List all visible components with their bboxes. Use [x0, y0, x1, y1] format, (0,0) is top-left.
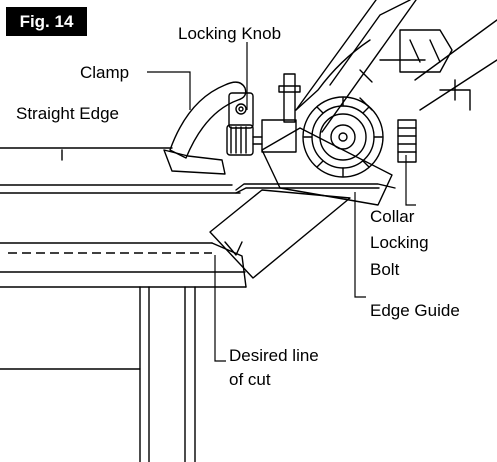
label-clamp: Clamp [80, 63, 129, 82]
figure-number-badge: Fig. 14 [6, 7, 87, 36]
tool-housing [295, 0, 497, 133]
table-legs [0, 286, 186, 462]
leader-line-edge-guide [354, 192, 366, 298]
collar [302, 96, 384, 178]
collar-locking-bolt [397, 119, 417, 163]
blade-guard [209, 127, 393, 279]
label-of-cut: of cut [229, 370, 271, 389]
workpiece [0, 192, 247, 462]
label-desired-line: Desired line [229, 346, 319, 365]
clamp [163, 81, 254, 175]
leader-line-desired-cut [214, 255, 226, 362]
label-edge-guide: Edge Guide [370, 301, 460, 320]
straight-edge-board [0, 147, 233, 186]
leader-line-clamp [147, 71, 191, 110]
edge-guide [235, 183, 396, 194]
label-locking: Locking [370, 233, 429, 252]
label-collar: Collar [370, 207, 415, 226]
label-straight-edge: Straight Edge [16, 104, 119, 123]
locking-knob [226, 73, 301, 156]
leader-line-collar-bolt [405, 155, 416, 206]
label-locking-knob: Locking Knob [178, 24, 281, 43]
label-bolt: Bolt [370, 260, 400, 279]
